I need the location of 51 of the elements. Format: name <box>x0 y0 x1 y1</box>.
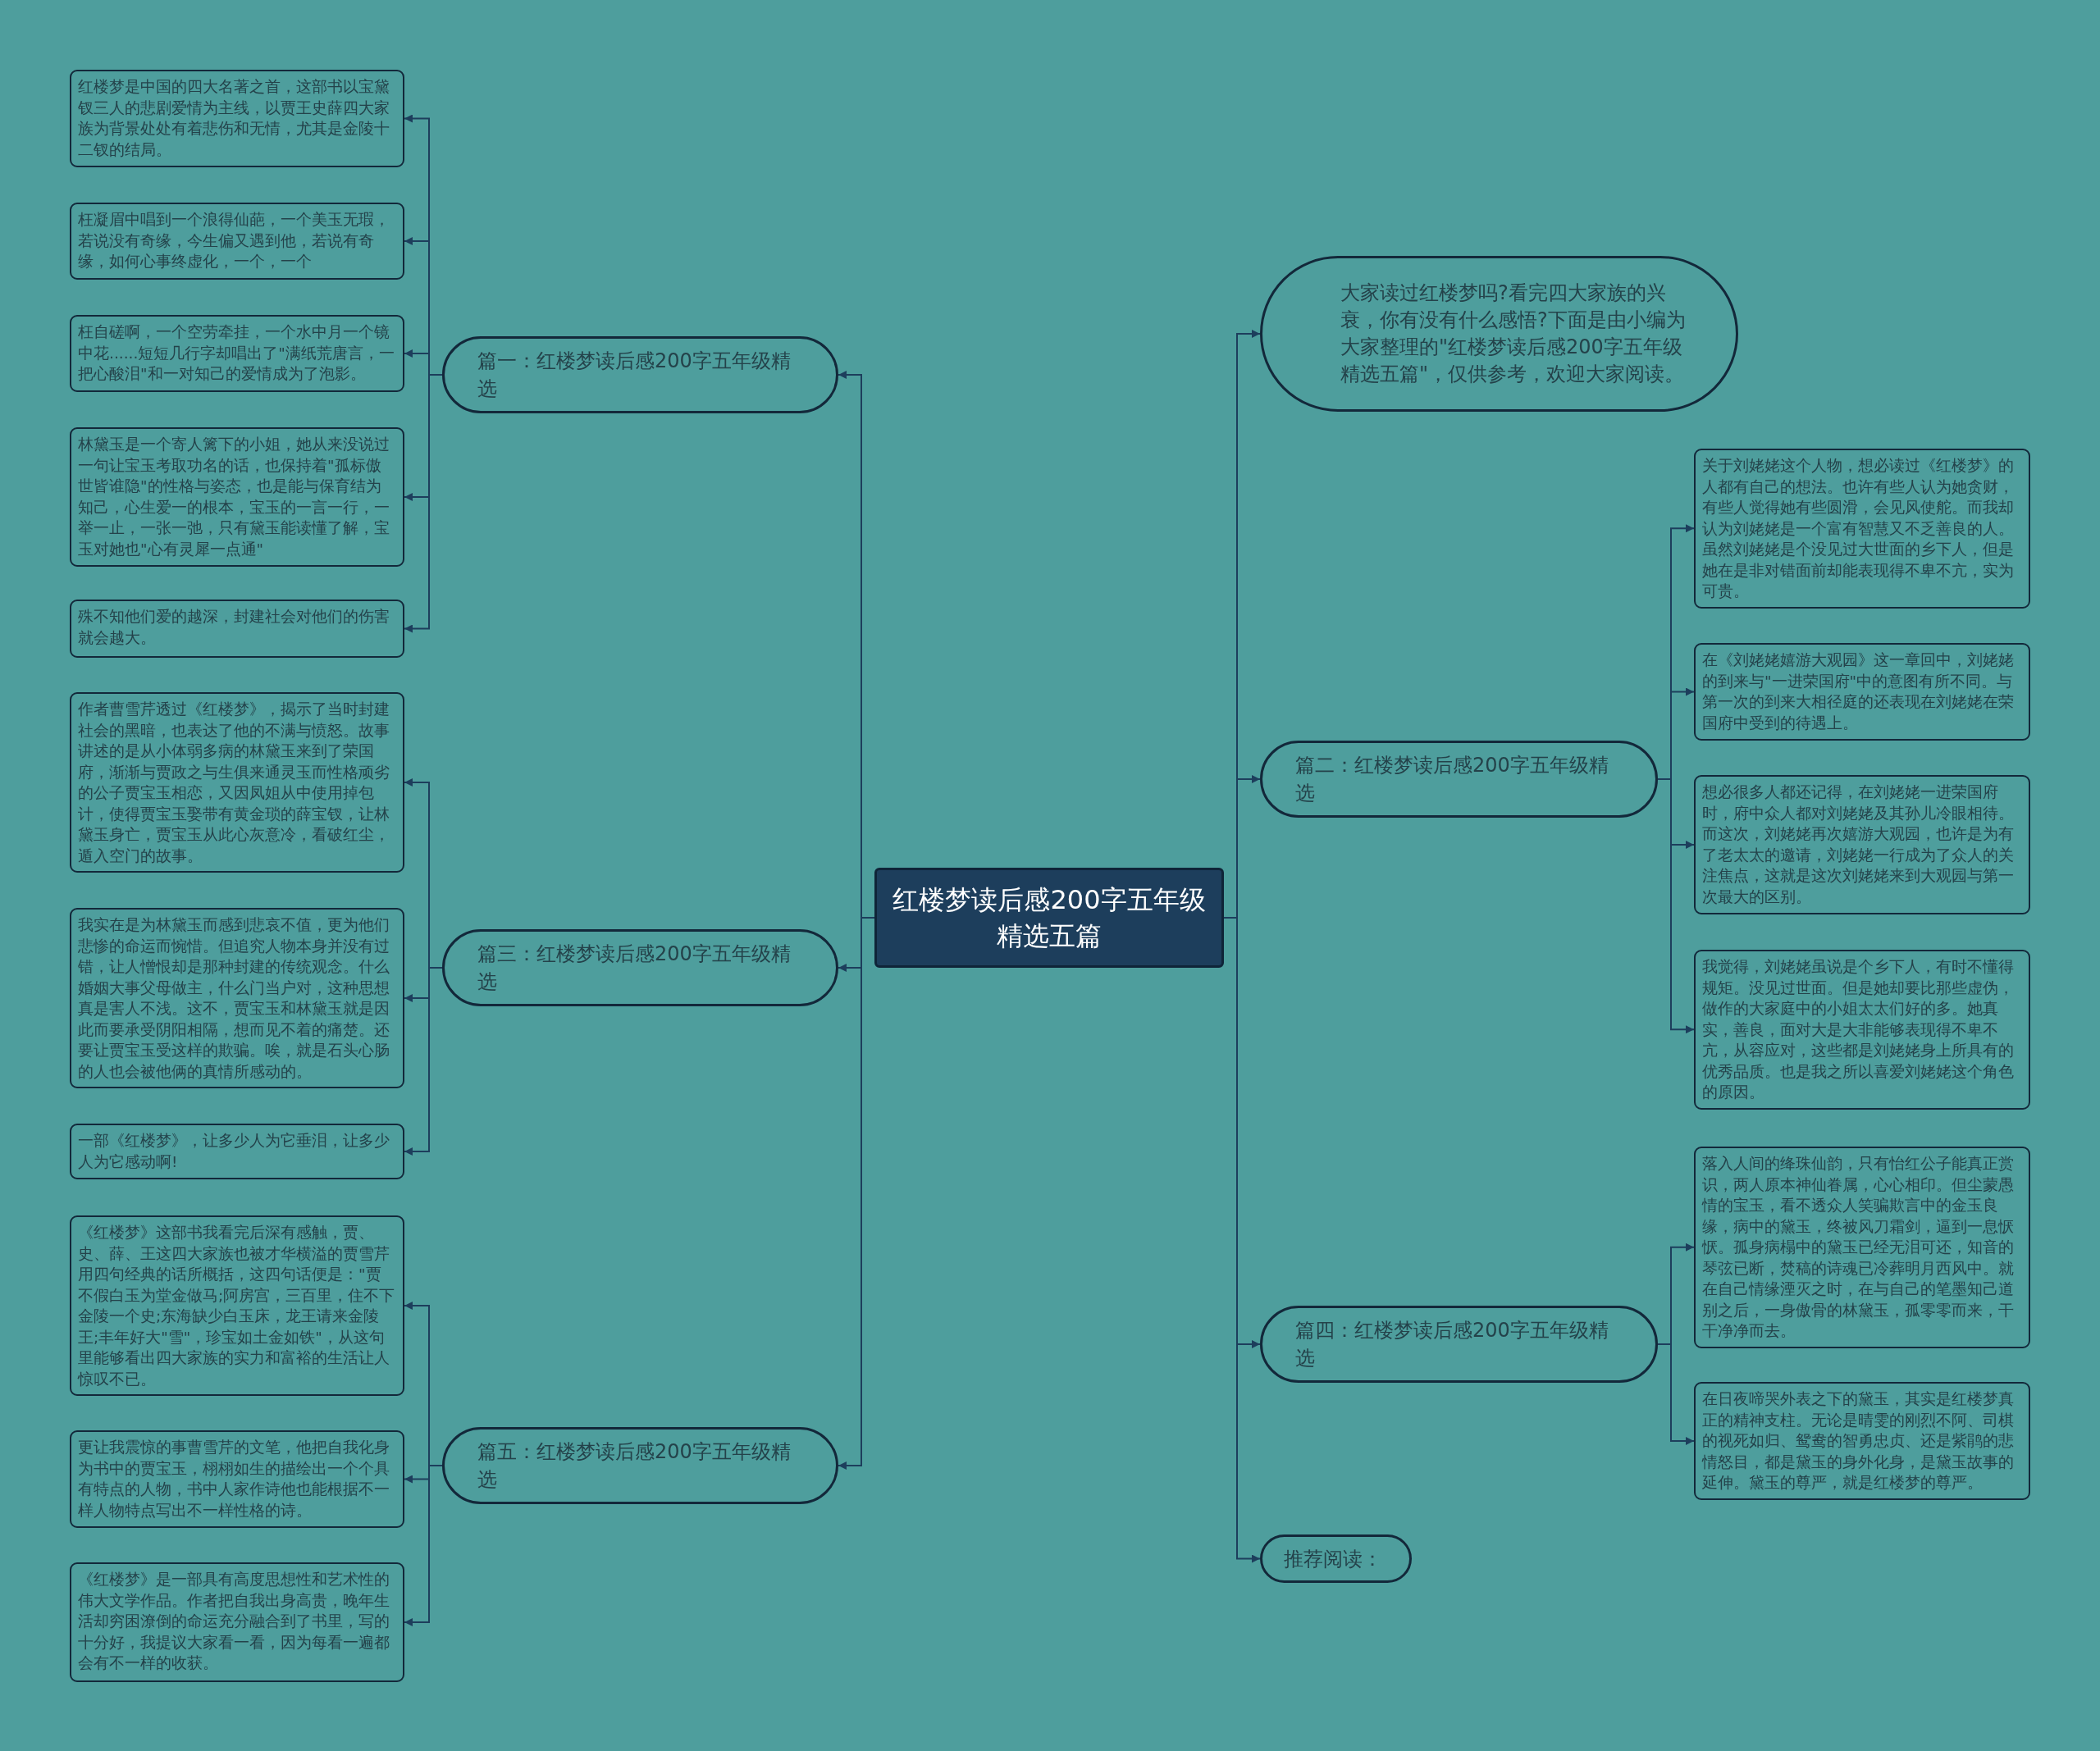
branch-topic-pill <box>442 929 838 1006</box>
branch-topic-pill <box>1260 1306 1658 1383</box>
paragraph-text: 枉凝眉中唱到一个浪得仙葩，一个美玉无瑕，若说没有奇缘，今生偏又遇到他，若说有奇缘，如何心事终虚化，一个，一个 <box>78 210 390 271</box>
branch-topic-pill <box>442 1427 838 1504</box>
paragraph-text: 在日夜啼哭外表之下的黛玉，其实是红楼梦真正的精神支柱。无论是晴雯的刚烈不阿、司棋的视死如归、鸳鸯的智勇忠贞、还是紫鹃的悲情怒目，都是黛玉的身外化身，是黛玉故事的延伸。黛玉的尊严，就是红楼梦的尊严。 <box>1702 1389 2015 1493</box>
connector-arrow <box>404 374 443 633</box>
paragraph-text: 想必很多人都还记得，在刘姥姥一进荣国府时，府中众人都对刘姥姥及其孙儿冷眼相待。而这次，刘姥姥再次嬉游大观园，也许是为有了老太太的邀请，刘姥姥一行成为了众人的关注焦点，这就是这次刘姥姥来到大观园与第一次最大的区别。 <box>1702 782 2015 907</box>
paragraph-text: 《红楼梦》这部书我看完后深有感触，贾、史、薛、王这四大家族也被才华横溢的贾雪芹用四句经典的话所概括，这四句话便是："贾不假白玉为堂金做马;阿房宫，三百里，住不下金陵一个史;东海缺少白玉床，龙王请来金陵王;丰年好大"雪"，珍宝如土金如铁"，从这句里能够看出四大家族的实力和富裕的生活让人惊叹不已。 <box>78 1223 396 1389</box>
topic-text: 篇二：红楼梦读后感200字五年级精选 <box>1295 753 1609 806</box>
paragraph-text: 殊不知他们爱的越深，封建社会对他们的伤害就会越大。 <box>78 607 390 648</box>
topic-text: 篇一：红楼梦读后感200字五年级精选 <box>477 349 792 402</box>
text-card <box>70 70 404 167</box>
paragraph-text: 一部《红楼梦》，让多少人为它垂泪，让多少人为它感动啊! <box>78 1131 390 1172</box>
intro-pill <box>1260 256 1738 412</box>
paragraph-text: 更让我震惊的事曹雪芹的文笔，他把自我化身为书中的贾宝玉，栩栩如生的描绘出一个个具有特点的人物，书中人家作诗他也能根据不一样人物特点写出不一样性格的诗。 <box>78 1438 390 1521</box>
topic-text: 篇五：红楼梦读后感200字五年级精选 <box>477 1439 792 1493</box>
paragraph-text: 我觉得，刘姥姥虽说是个乡下人，有时不懂得规矩。没见过世面。但是她却要比那些虚伪，做作的大家庭中的小姐太太们好的多。她真实，善良，面对大是大非能够表现得不卑不亢，从容应对，这些都是刘姥姥身上所具有的优秀品质。也是我之所以喜爱刘姥姥这个角色的原因。 <box>1702 957 2015 1102</box>
text-card <box>70 1562 404 1682</box>
branch-topic-pill <box>1260 1534 1412 1583</box>
paragraph-text: 落入人间的绛珠仙韵，只有怡红公子能真正赏识，两人原本神仙眷属，心心相印。但尘蒙愚情的宝玉，看不透众人笑骗欺言中的金玉良缘，病中的黛玉，终被风刀霜剑，逼到一息恹恹。孤身病榻中的黛玉已经无泪可还，知音的琴弦已断，焚稿的诗魂已冷葬明月西风中。就在自己情缘湮灭之时，在与自己的笔墨知己道别之后，一身傲骨的林黛玉，孤零零而来，干干净净而去。 <box>1702 1154 2015 1341</box>
paragraph-text: 《红楼梦》是一部具有高度思想性和艺术性的伟大文学作品。作者把自我出身高贵，晚年生活却穷困潦倒的命运充分融合到了书里，写的十分好，我提议大家看一看，因为每看一遍都会有不一样的收获。 <box>78 1570 390 1673</box>
root-topic-box <box>874 868 1224 968</box>
topic-text: 红楼梦读后感200字五年级精选五篇 <box>892 883 1207 953</box>
connector-arrow <box>1657 1343 1695 1445</box>
paragraph-text: 关于刘姥姥这个人物，想必读过《红楼梦》的人都有自己的想法。也许有些人认为她贪财，有些人觉得她有些圆滑，会见风使舵。而我却认为刘姥姥是一个富有智慧又不乏善良的人。虽然刘姥姥是个没见过大世面的乡下人，但是她在是非对错面前却能表现得不卑不亢，实为可贵。 <box>1702 456 2015 601</box>
text-card <box>1694 1382 2030 1500</box>
paragraph-text: 林黛玉是一个寄人篱下的小姐，她从来没说过一句让宝玉考取功名的话，也保持着"孤标傲世皆谁隐"的性格与姿态，也是能与保育结为知己，心生爱一的根本，宝玉的一言一行，一举一止，一张一弛，只有黛玉能读懂了解，宝玉对她也"心有灵犀一点通" <box>78 435 390 559</box>
topic-text: 大家读过红楼梦吗?看完四大家族的兴衰，你有没有什么感悟?下面是由小编为大家整理的"红楼梦读后感200字五年级精选五篇"，仅供参考，欢迎大家阅读。 <box>1340 280 1687 387</box>
text-card <box>70 203 404 280</box>
topic-text: 推荐阅读： <box>1284 1546 1382 1572</box>
text-card <box>70 427 404 567</box>
text-card <box>1694 449 2030 609</box>
text-card <box>1694 950 2030 1110</box>
topic-text: 篇四：红楼梦读后感200字五年级精选 <box>1295 1318 1609 1371</box>
paragraph-text: 作者曹雪芹透过《红楼梦》，揭示了当时封建社会的黑暗，也表达了他的不满与愤怒。故事讲述的是从小体弱多病的林黛玉来到了荣国府，渐渐与贾政之与生俱来通灵玉而性格顽劣的公子贾宝玉相恋，又因凤姐从中使用掉包计，使得贾宝玉娶带有黄金琐的薛宝钗，让林黛玉身亡，贾宝玉从此心灰意冷，看破红尘，遁入空门的故事。 <box>78 700 390 866</box>
connector-arrow <box>404 967 443 1156</box>
branch-topic-pill <box>1260 741 1658 818</box>
text-card <box>70 1124 404 1179</box>
connector-arrow <box>404 1465 443 1626</box>
text-card <box>1694 643 2030 741</box>
paragraph-text: 红楼梦是中国的四大名著之首，这部书以宝黛钗三人的悲剧爱情为主线，以贾王史薛四大家族为背景处处有着悲伤和无情，尤其是金陵十二钗的结局。 <box>78 77 390 160</box>
paragraph-text: 枉自磋啊，一个空劳牵挂，一个水中月一个镜中花......短短几行字却唱出了"满纸荒唐言，一把心酸泪"和一对知己的爱情成为了泡影。 <box>78 322 395 384</box>
text-card <box>70 600 404 658</box>
text-card <box>70 315 404 392</box>
topic-text: 篇三：红楼梦读后感200字五年级精选 <box>477 942 792 995</box>
connector-arrow <box>1657 778 1695 1034</box>
paragraph-text: 在《刘姥姥嬉游大观园》这一章回中，刘姥姥的到来与"一进荣国府"中的意图有所不同。与第一次的到来大相径庭的还表现在刘姥姥在荣国府中受到的待遇上。 <box>1702 650 2015 733</box>
paragraph-text: 我实在是为林黛玉而感到悲哀不值，更为他们悲惨的命运而惋惜。但追究人物本身并没有过错，让人憎恨却是那种封建的传统观念。什么婚姻大事父母做主，什么门当户对，这种思想真是害人不浅。这不，贾宝玉和林黛玉就是因此而要承受阴阳相隔，想而见不着的痛楚。还要让贾宝玉受这样的欺骗。唉，就是石头心肠的人也会被他俩的真情所感动的。 <box>78 915 390 1082</box>
text-card <box>70 1430 404 1528</box>
branch-topic-pill <box>442 336 838 413</box>
text-card <box>1694 775 2030 914</box>
